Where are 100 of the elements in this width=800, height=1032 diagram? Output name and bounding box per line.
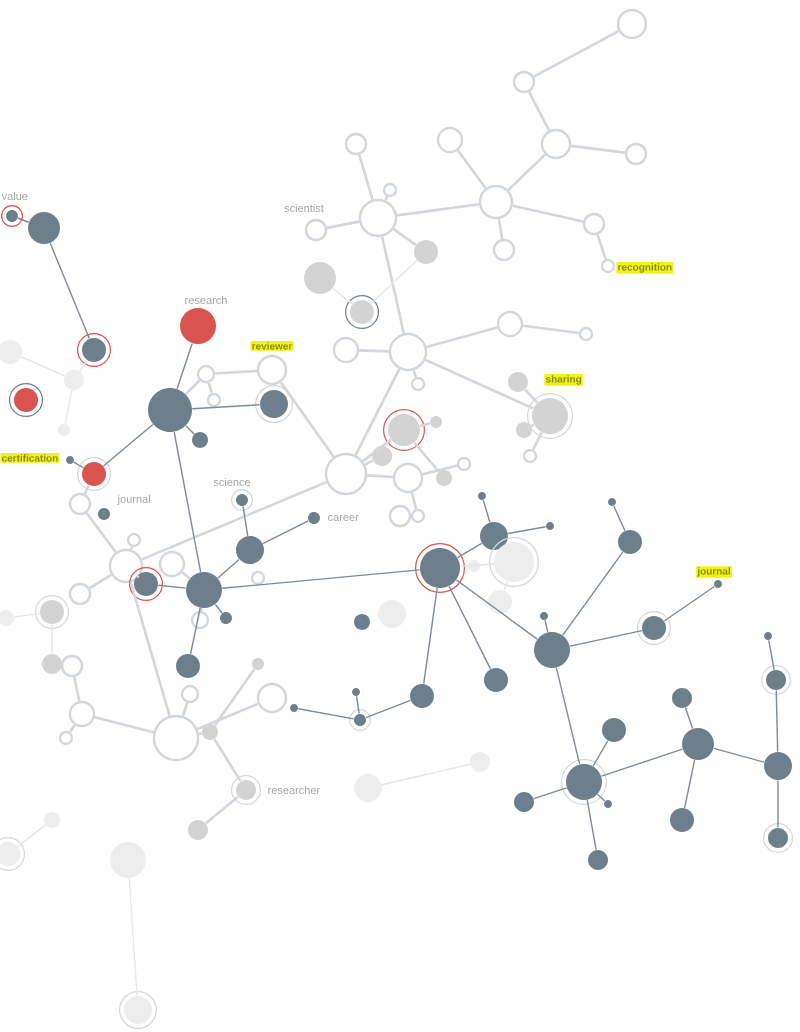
network-node — [236, 536, 264, 564]
network-node — [252, 658, 264, 670]
connector-line — [198, 732, 202, 736]
network-node — [255, 385, 293, 423]
network-node — [588, 850, 608, 870]
network-node — [66, 456, 74, 464]
connector-line — [424, 358, 534, 410]
connector-line — [17, 824, 47, 848]
network-node — [383, 409, 425, 451]
network-node — [304, 262, 336, 294]
network-node — [468, 560, 480, 572]
network-node — [764, 632, 772, 640]
connector-line — [217, 558, 240, 579]
connector-line — [533, 30, 620, 78]
network-node — [192, 432, 208, 448]
connector-line — [570, 144, 626, 154]
connector-line — [102, 423, 154, 467]
network-node — [489, 537, 539, 587]
network-node — [540, 128, 572, 160]
network-node — [108, 548, 144, 584]
connector-line — [419, 422, 431, 428]
network-node — [578, 326, 594, 342]
connector-line — [326, 220, 360, 230]
connector-line — [64, 389, 73, 425]
network-node — [618, 530, 642, 554]
network-node — [522, 448, 538, 464]
network-node — [180, 684, 200, 704]
connector-line — [73, 461, 84, 469]
network-node — [516, 422, 532, 438]
connector-line — [683, 759, 696, 809]
connector-line — [507, 526, 547, 535]
connector-line — [422, 464, 458, 476]
network-node — [344, 132, 368, 156]
network-node — [670, 808, 694, 832]
connector-line — [512, 204, 584, 223]
network-node — [764, 752, 792, 780]
connector-line — [524, 388, 539, 404]
connector-line — [396, 203, 480, 217]
network-node — [180, 308, 216, 344]
connector-line — [85, 512, 117, 553]
network-node — [152, 714, 200, 762]
connector-line — [448, 585, 492, 670]
connector-line — [497, 218, 504, 240]
connector-line — [370, 259, 418, 305]
network-node — [206, 392, 222, 408]
connector-line — [507, 153, 546, 191]
network-node — [129, 567, 163, 601]
network-node — [600, 258, 616, 274]
network-node — [637, 611, 671, 645]
network-node — [540, 612, 548, 620]
network-node — [604, 800, 612, 808]
connector-line — [184, 379, 201, 396]
network-node — [354, 614, 370, 630]
connector-line — [207, 382, 214, 394]
connector-line — [173, 431, 202, 573]
network-node — [98, 508, 110, 520]
connector-line — [380, 236, 406, 334]
network-node — [256, 354, 288, 386]
network-node — [480, 522, 508, 550]
connector-line — [596, 793, 606, 802]
connector-line — [359, 349, 389, 353]
connector-line — [221, 569, 421, 589]
connector-line — [562, 551, 624, 636]
connector-line — [141, 480, 327, 561]
network-node — [35, 595, 69, 629]
connector-line — [354, 368, 401, 456]
connector-line — [555, 667, 581, 765]
connector-line — [663, 585, 716, 622]
connector-line — [684, 707, 694, 730]
connector-line — [768, 639, 775, 671]
connector-line — [213, 668, 256, 726]
connector-line — [213, 738, 242, 782]
connector-line — [242, 505, 249, 537]
network-node — [388, 332, 428, 372]
network-node — [77, 333, 111, 367]
connector-line — [129, 582, 171, 717]
connector-line — [20, 356, 66, 377]
network-node — [410, 684, 434, 708]
connector-line — [49, 242, 90, 340]
network-node — [119, 991, 157, 1029]
network-node — [9, 383, 43, 417]
network-node — [158, 550, 186, 578]
connector-line — [410, 492, 418, 510]
connector-line — [600, 748, 684, 777]
connector-line — [185, 425, 195, 435]
connector-line — [17, 217, 30, 223]
network-node — [415, 543, 465, 593]
network-node — [561, 759, 607, 805]
network-node — [304, 218, 328, 242]
connector-line — [181, 571, 191, 580]
connector-line — [68, 724, 76, 733]
network-node — [714, 580, 722, 588]
connector-line — [94, 716, 154, 734]
connector-line — [544, 619, 549, 633]
network-node — [68, 700, 96, 728]
connector-line — [596, 234, 607, 260]
connector-line — [569, 629, 643, 647]
connector-line — [196, 702, 259, 731]
connector-line — [713, 747, 765, 763]
connector-line — [214, 603, 223, 614]
